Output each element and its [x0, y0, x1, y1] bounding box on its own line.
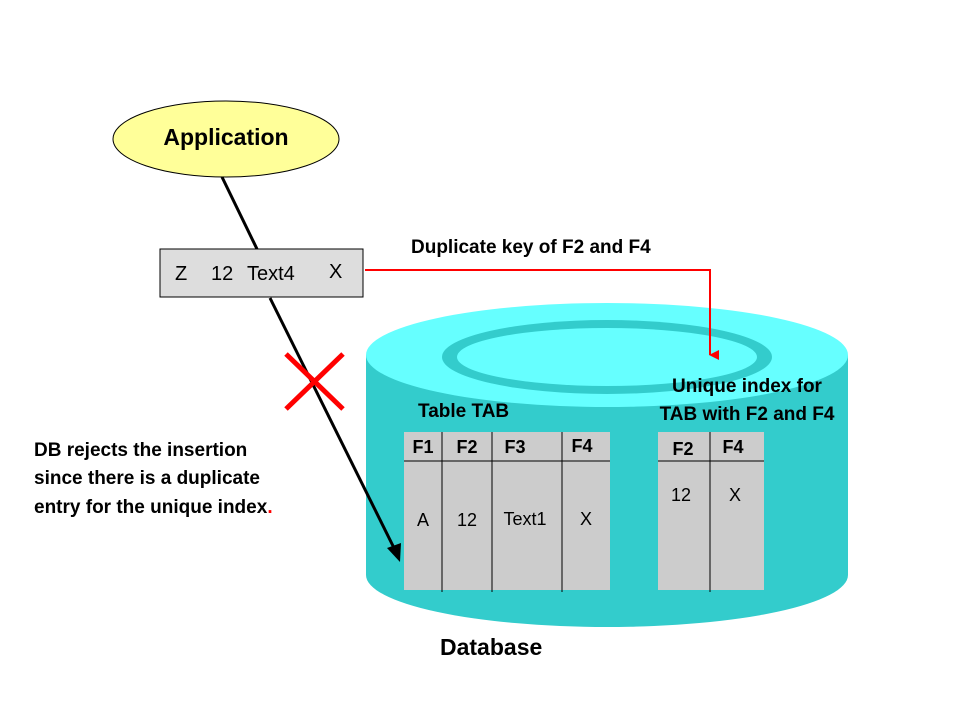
record-f3: Text4 [247, 263, 295, 285]
record-f4: X [329, 261, 343, 283]
record-box [159, 248, 364, 298]
table-tab-title: Table TAB [418, 401, 510, 422]
reject-x-stroke-2 [284, 352, 345, 411]
record-f1: Z [175, 263, 188, 285]
index-cell-f4: X [728, 485, 741, 505]
application-label: Application [163, 124, 289, 150]
table-tab-cell-f1: A [416, 510, 429, 530]
rejection-note-line2: since there is a duplicate [34, 468, 260, 489]
table-tab-box [404, 432, 610, 590]
rejection-note-period: . [267, 497, 273, 518]
insertion-arrowhead [387, 543, 401, 562]
table-tab-header-f1: F1 [412, 437, 434, 457]
table-tab-cell-f4: X [579, 509, 592, 529]
insertion-line-upper [220, 176, 259, 250]
table-tab-header-f2: F2 [456, 437, 478, 457]
index-header-f2: F2 [672, 439, 694, 459]
table-tab-header-f4: F4 [571, 436, 593, 456]
rejection-note-line1: DB rejects the insertion [34, 440, 248, 461]
application-ellipse [112, 100, 340, 178]
insertion-line-lower [268, 297, 398, 553]
rejection-note-line3-text: entry for the unique index [34, 497, 268, 518]
index-cell-f2: 12 [670, 485, 692, 505]
record-f2: 12 [211, 263, 234, 285]
index-box [658, 432, 764, 590]
table-tab-cell-f3: Text1 [503, 509, 547, 529]
duplicate-key-arrow [365, 269, 719, 360]
table-tab-header-f3: F3 [504, 437, 526, 457]
index-header-f4: F4 [722, 437, 744, 457]
duplicate-key-label: Duplicate key of F2 and F4 [411, 237, 651, 258]
database-label: Database [440, 634, 543, 660]
index-title-line2: TAB with F2 and F4 [659, 404, 835, 425]
database-top-inner-ring-inner [457, 328, 757, 386]
index-title-line1: Unique index for [672, 376, 822, 397]
table-tab-cell-f2: 12 [456, 510, 478, 530]
rejection-note-line3: entry for the unique index. [34, 497, 273, 519]
